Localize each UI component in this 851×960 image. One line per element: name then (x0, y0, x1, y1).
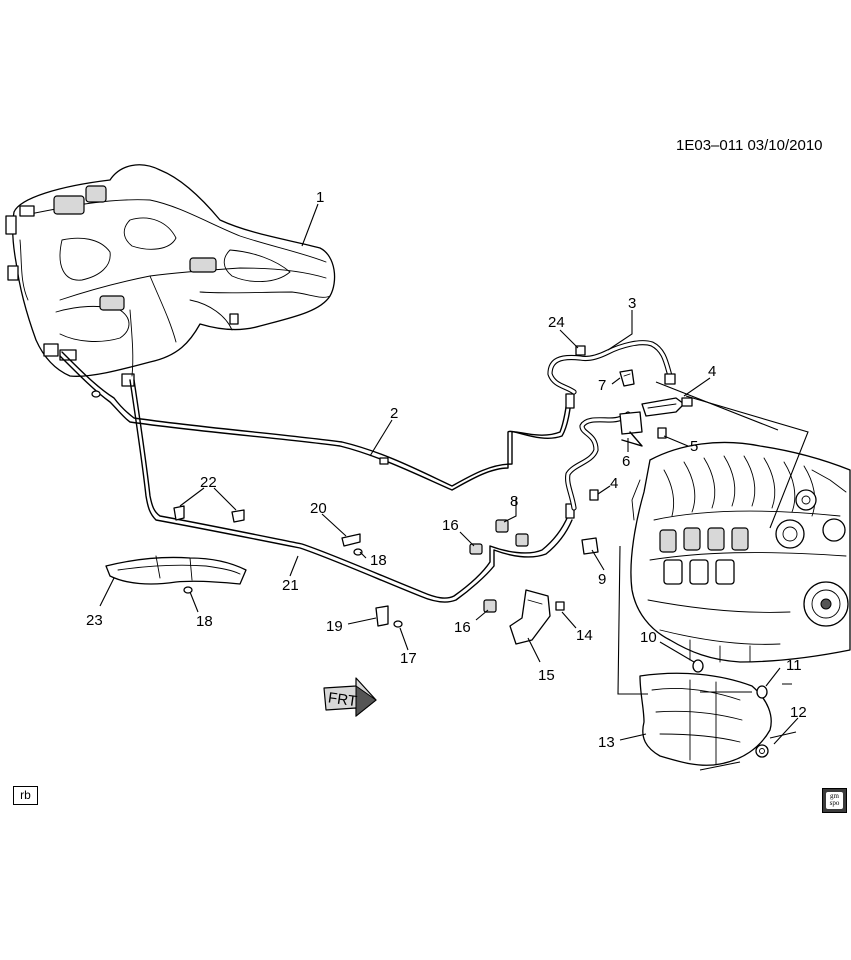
heat-shield (639, 672, 772, 766)
pipe-bracket (509, 589, 565, 645)
callout-4: 4 (708, 363, 716, 380)
callout-9: 9 (598, 571, 606, 588)
callout-23: 23 (86, 612, 103, 629)
fuel-tank (5, 164, 336, 387)
callout-6: 6 (622, 453, 630, 470)
callout-3: 3 (628, 295, 636, 312)
callout-12: 12 (790, 704, 807, 721)
callout-24: 24 (548, 314, 565, 331)
vapor-hose (547, 340, 676, 395)
engine-assembly (630, 441, 851, 663)
rb-badge: rb (13, 786, 38, 805)
pipe-shield (105, 555, 247, 585)
callout-16b: 16 (454, 619, 471, 636)
callout-4b: 4 (610, 475, 618, 492)
callout-2: 2 (390, 405, 398, 422)
pipe-retainers (173, 505, 403, 628)
callout-11: 11 (786, 657, 802, 674)
leader-lines (99, 203, 809, 771)
callout-7: 7 (598, 377, 606, 394)
callout-17: 17 (400, 650, 417, 667)
fuel-hose (565, 411, 643, 511)
callout-1: 1 (316, 189, 324, 206)
nuts (692, 659, 769, 758)
callout-10: 10 (640, 629, 657, 646)
callout-22: 22 (200, 474, 217, 491)
hose-bracket (589, 397, 693, 501)
callout-21: 21 (282, 577, 299, 594)
callout-18b: 18 (196, 613, 213, 630)
callout-18: 18 (370, 552, 387, 569)
front-label: FRT (327, 689, 358, 710)
callout-5: 5 (690, 438, 698, 455)
diagram-code-date: 1E03–011 03/10/2010 (676, 137, 823, 154)
clip (619, 369, 635, 387)
callout-14: 14 (576, 627, 593, 644)
callout-19: 19 (326, 618, 343, 635)
callout-13: 13 (598, 734, 615, 751)
callout-15: 15 (538, 667, 555, 684)
callout-8: 8 (510, 493, 518, 510)
callout-numbers: 1 2 3 4 4 5 6 7 8 9 10 11 12 13 14 15 16… (86, 189, 807, 751)
pipe-clips (469, 519, 599, 613)
callout-16: 16 (442, 517, 459, 534)
front-direction-arrow: FRT (323, 677, 377, 718)
fuel-feed-pipe (59, 351, 575, 491)
callout-20: 20 (310, 500, 327, 517)
evap-pipe (129, 379, 575, 603)
